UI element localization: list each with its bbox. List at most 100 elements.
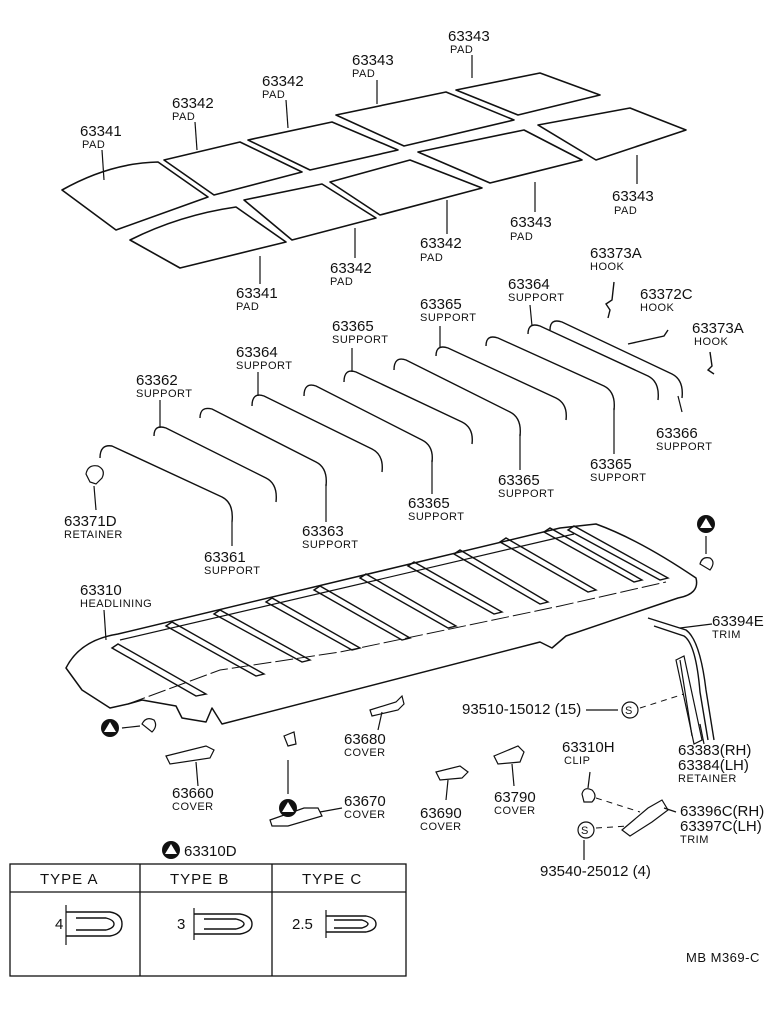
- label-pn: 63342: [330, 260, 372, 277]
- support-63366: [549, 320, 683, 399]
- clip-type-b-drawing: 3: [177, 908, 253, 940]
- label-pn: 63384(LH): [678, 757, 749, 774]
- label-pn: 63365: [498, 472, 540, 489]
- support-63365-e: [485, 336, 615, 411]
- label-pn: 63365: [420, 296, 462, 313]
- hook-63373a-right: [706, 351, 715, 375]
- cover-63660: [165, 745, 215, 765]
- pad-63341-left: [61, 161, 209, 231]
- label-pn: 63366: [656, 425, 698, 442]
- label-pn: 63397C(LH): [680, 818, 762, 835]
- label-name: COVER: [172, 801, 214, 813]
- label-name: HOOK: [694, 336, 729, 348]
- label-name: PAD: [262, 89, 285, 101]
- label-name: COVER: [420, 821, 462, 833]
- label-pn: 63343: [448, 28, 490, 45]
- table-title: 63310D: [184, 843, 237, 860]
- label-name: SUPPORT: [136, 388, 192, 400]
- label-pn: 63373A: [590, 245, 642, 262]
- label-pn: 63365: [590, 456, 632, 473]
- label-name: CLIP: [564, 755, 590, 767]
- screw-s-mark-2: S: [581, 825, 589, 837]
- support-63364-right: [527, 324, 659, 401]
- label-pn: 63660: [172, 785, 214, 802]
- screw-93510: S: [586, 693, 685, 719]
- triangle-mark-bottom: [279, 731, 297, 817]
- triangle-mark-right: [697, 515, 715, 571]
- roof-pads: [61, 72, 687, 269]
- cover-63670: [269, 807, 323, 827]
- support-63363: [199, 407, 327, 487]
- cover-63790: [493, 745, 525, 765]
- cover-63690: [435, 765, 469, 781]
- retainer-63383: [675, 655, 703, 745]
- label-pn: 63342: [172, 95, 214, 112]
- label-name: COVER: [344, 747, 386, 759]
- label-name: PAD: [450, 44, 473, 56]
- label-pn: 63310: [80, 582, 122, 599]
- support-63362: [153, 426, 277, 503]
- pad-63342-lower: [243, 183, 377, 241]
- label-pn: 63341: [80, 123, 122, 140]
- part-labels: 63343 PAD 63343 PAD 63342 PAD 63342 PAD …: [64, 28, 764, 880]
- label-name: SUPPORT: [590, 472, 646, 484]
- support-63365-c: [393, 358, 521, 437]
- label-name: SUPPORT: [408, 511, 464, 523]
- label-name: HOOK: [640, 302, 675, 314]
- pad-63343-top: [455, 72, 601, 116]
- label-name: SUPPORT: [498, 488, 554, 500]
- hook-63372c: [627, 329, 669, 345]
- label-name: RETAINER: [64, 529, 123, 541]
- screw-93540: S: [577, 821, 629, 860]
- label-pn: 63690: [420, 805, 462, 822]
- hook-63373a-left: [605, 281, 615, 319]
- label-pn: 93540-25012 (4): [540, 863, 651, 880]
- support-63361: [99, 445, 233, 523]
- pad-63343-right: [537, 107, 687, 161]
- support-63364-left: [251, 394, 383, 473]
- label-pn: 63365: [332, 318, 374, 335]
- cover-63680: [369, 694, 405, 717]
- label-name: PAD: [420, 252, 443, 264]
- label-name: HEADLINING: [80, 598, 152, 610]
- label-name: SUPPORT: [656, 441, 712, 453]
- label-pn: 63383(RH): [678, 742, 751, 759]
- label-pn: 63680: [344, 731, 386, 748]
- label-name: TRIM: [712, 629, 741, 641]
- clip-type-table: 63310D TYPE A TYPE B TYPE C 4 3 2.5: [9, 841, 407, 977]
- label-name: COVER: [344, 809, 386, 821]
- label-pn: 63342: [420, 235, 462, 252]
- label-name: PAD: [172, 111, 195, 123]
- label-pn: 63670: [344, 793, 386, 810]
- label-pn: 63365: [408, 495, 450, 512]
- triangle-mark-left: [101, 718, 157, 737]
- label-name: PAD: [82, 139, 105, 151]
- pad-63342-center: [329, 159, 483, 216]
- label-name: SUPPORT: [236, 360, 292, 372]
- type-a-dim: 4: [55, 916, 63, 933]
- label-name: TRIM: [680, 834, 709, 846]
- clip-63310h: [581, 788, 596, 803]
- label-pn: 63371D: [64, 513, 117, 530]
- support-63365-d: [435, 346, 567, 421]
- clip-type-c-drawing: 2.5: [292, 910, 377, 938]
- label-name: RETAINER: [678, 773, 737, 785]
- retainer-63371d: [85, 465, 104, 485]
- label-name: SUPPORT: [302, 539, 358, 551]
- label-pn: 63364: [508, 276, 550, 293]
- type-a-header: TYPE A: [40, 871, 99, 888]
- label-pn: 63790: [494, 789, 536, 806]
- trim-63396c: [621, 799, 669, 837]
- label-pn: 93510-15012 (15): [462, 701, 581, 718]
- support-63365-b: [343, 370, 473, 445]
- hooks: [605, 281, 715, 375]
- label-name: HOOK: [590, 261, 625, 273]
- label-name: PAD: [352, 68, 375, 80]
- pad-63342-top: [247, 121, 399, 171]
- label-name: SUPPORT: [420, 312, 476, 324]
- label-pn: 63343: [510, 214, 552, 231]
- pad-63341-lower: [129, 206, 287, 269]
- trim-63394e: [647, 617, 715, 741]
- label-pn: 63362: [136, 372, 178, 389]
